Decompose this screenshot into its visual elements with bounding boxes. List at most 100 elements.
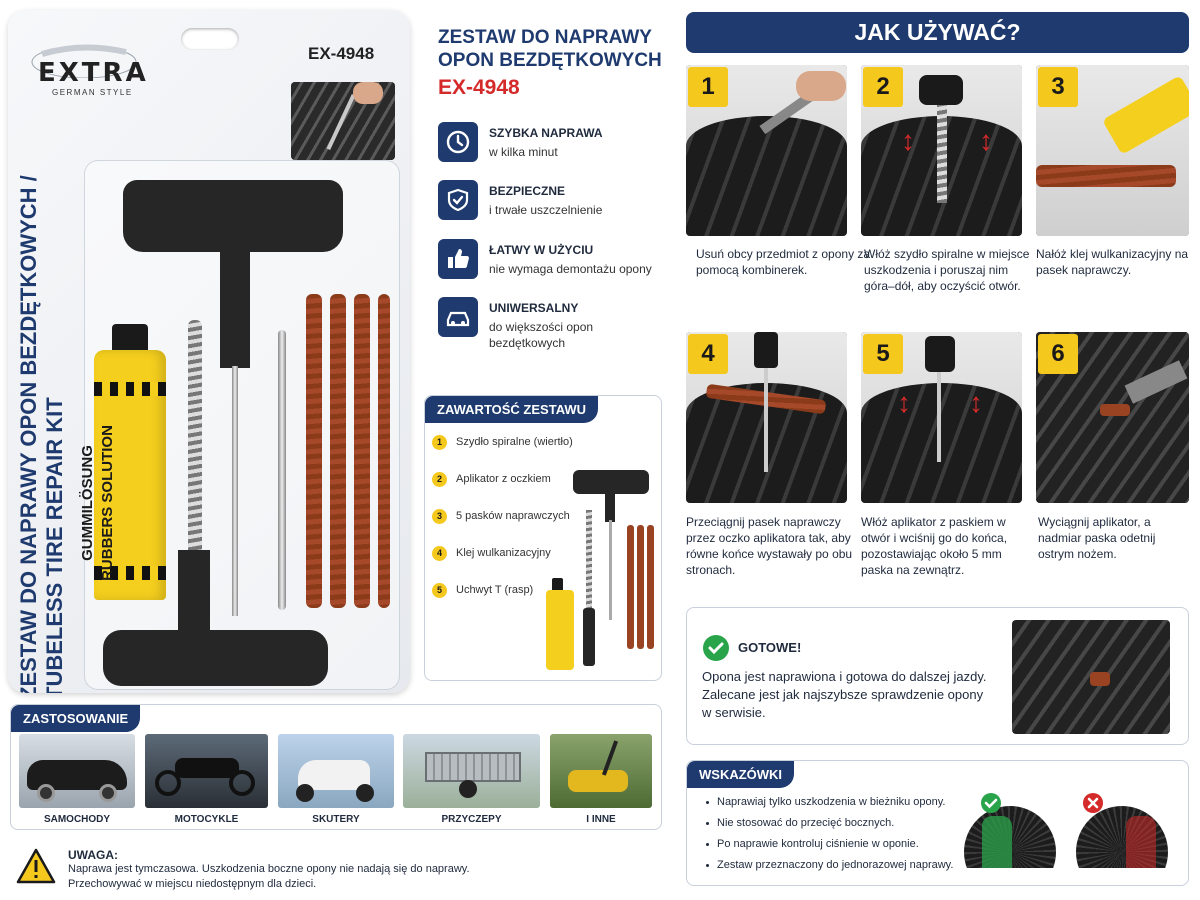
contents-item: 3 5 pasków naprawczych — [432, 507, 570, 525]
tip-item: Zestaw przeznaczony do jednorazowej napr… — [706, 859, 953, 871]
kit-strip — [647, 525, 654, 649]
warning-line2: Przechowywać w miejscu niedostępnym dla … — [68, 878, 317, 890]
done-line1: Opona jest naprawiona i gotowa do dalsze… — [702, 669, 987, 684]
feature-desc: nie wymaga demontażu opony — [489, 262, 652, 276]
step-text-3: Nałóż klej wulkanizacyjny na pasek napra… — [1036, 247, 1189, 277]
tire-tread-ok-image — [964, 806, 1056, 868]
done-text: Opona jest naprawiona i gotowa do dalsze… — [702, 668, 987, 722]
contents-item-label: Aplikator z oczkiem — [456, 473, 551, 485]
step-text-5: Włóż aplikator z paskiem w otwór i wciśn… — [861, 515, 1008, 577]
thumbs-up-icon — [438, 239, 478, 279]
step-image-3: 3 — [1036, 65, 1189, 236]
feature-title: UNIWERSALNY — [489, 301, 579, 315]
vertical-title: ZESTAW DO NAPRAWY OPON BEZDĘTKOWYCH / TU… — [16, 60, 68, 693]
tube-pattern-top — [94, 382, 166, 396]
app-label-cars: SAMOCHODY — [43, 814, 111, 825]
step-image-6: 6 — [1036, 332, 1189, 503]
step-text-2: Włóż szydło spiralne w miejsce uszkodzen… — [864, 247, 1030, 293]
vertical-title-line2: TUBELESS TIRE REPAIR KIT — [42, 397, 67, 693]
repair-strip — [354, 294, 370, 608]
feature-safe: BEZPIECZNE i trwałe uszczelnienie — [438, 180, 668, 226]
contents-item-num: 2 — [432, 471, 447, 487]
tip-item: Naprawiaj tylko uszkodzenia w bieżniku o… — [706, 796, 945, 808]
tip-item: Nie stosować do przecięć bocznych. — [706, 817, 894, 829]
step-text-1: Usuń obcy przedmiot z opony za pomocą ko… — [696, 247, 871, 277]
app-label-trailers: PRZYCZEPY — [441, 814, 502, 825]
step-image-5: ↕ ↕ 5 — [861, 332, 1022, 503]
repair-strip — [330, 294, 346, 608]
contents-item: 1 Szydło spiralne (wiertło) — [432, 433, 573, 451]
contents-item: 4 Klej wulkanizacyjny — [432, 544, 551, 562]
shield-check-icon — [438, 180, 478, 220]
step-image-4: 4 — [686, 332, 847, 503]
card-thumbnail — [291, 82, 395, 160]
kit-strip — [627, 525, 634, 649]
contents-item-label: Klej wulkanizacyjny — [456, 547, 551, 559]
cross-circle-icon — [1082, 792, 1104, 819]
app-label-other: I INNE — [586, 814, 616, 825]
feature-universal: UNIWERSALNY do większości opon bezdętkow… — [438, 297, 668, 353]
feature-desc: i trwałe uszczelnienie — [489, 203, 603, 217]
done-title: GOTOWE! — [738, 640, 802, 655]
product-title-line1: ZESTAW DO NAPRAWY — [438, 27, 652, 48]
step-image-1: 1 — [686, 65, 847, 236]
feature-title: BEZPIECZNE — [489, 184, 566, 198]
step-number: 5 — [863, 334, 903, 374]
app-label-motorcycles: MOTOCYKLE — [174, 814, 239, 825]
applicator-rod — [232, 366, 238, 616]
step-text-4: Przeciągnij pasek naprawczy przez oczko … — [686, 515, 853, 577]
package-card: EXTRA GERMAN STYLE EX-4948 ZESTAW DO NAP… — [8, 10, 410, 693]
tube-pattern-bottom — [94, 566, 166, 580]
repair-strip — [306, 294, 322, 608]
up-down-arrow-icon: ↕ — [969, 387, 983, 418]
brand-sub: GERMAN STYLE — [52, 88, 133, 97]
feature-desc: w kilka minut — [489, 145, 558, 159]
step-number: 4 — [688, 334, 728, 374]
step-image-2: ↕ ↕ 2 — [861, 65, 1022, 236]
brand-logo: EXTRA GERMAN STYLE — [22, 38, 146, 97]
app-label-scooters: SKUTERY — [312, 814, 360, 825]
step-text-6: Wyciągnij aplikator, a nadmiar paska ode… — [1038, 515, 1156, 561]
t-handle-bottom — [103, 630, 328, 686]
app-photo-scooter — [278, 734, 394, 808]
step-number: 6 — [1038, 334, 1078, 374]
product-title: ZESTAW DO NAPRAWY OPON BEZDĘTKOWYCH — [438, 26, 662, 72]
warning-title: UWAGA: — [68, 848, 118, 862]
kit-spiral — [586, 510, 592, 610]
step-number: 2 — [863, 67, 903, 107]
done-line2: Zalecane jest jak najszybsze sprawdzenie… — [702, 687, 984, 702]
up-down-arrow-icon: ↕ — [979, 125, 993, 156]
clock-icon — [438, 122, 478, 162]
contents-item-num: 4 — [432, 545, 447, 561]
kit-rod — [609, 520, 612, 620]
tube-label-line1: GUMMILÖSUNG — [79, 445, 96, 561]
tire-sidewall-no-image — [1076, 806, 1168, 868]
feature-easy: ŁATWY W UŻYCIU nie wymaga demontażu opon… — [438, 239, 668, 285]
tube-cap — [112, 324, 148, 354]
brand-name: EXTRA — [38, 58, 149, 88]
hang-hole — [181, 28, 239, 50]
step-number: 1 — [688, 67, 728, 107]
warning-triangle-icon — [16, 848, 56, 889]
card-model: EX-4948 — [308, 44, 375, 63]
feature-title: ŁATWY W UŻYCIU — [489, 243, 594, 257]
kit-t-handle-shaft — [605, 492, 615, 522]
feature-title: SZYBKA NAPRAWA — [489, 126, 603, 140]
t-handle-bottom-shaft — [178, 550, 210, 634]
app-photo-car — [19, 734, 135, 808]
t-handle-top-shaft — [220, 248, 250, 368]
eye-needle — [278, 330, 286, 610]
kit-strip — [637, 525, 644, 649]
kit-t-handle — [573, 470, 649, 494]
up-down-arrow-icon: ↕ — [897, 387, 911, 418]
tips-title: WSKAZÓWKI — [687, 761, 795, 788]
contents-item-label: Uchwyt T (rasp) — [456, 584, 534, 596]
product-title-line2: OPON BEZDĘTKOWYCH — [438, 50, 662, 71]
howto-title: JAK UŻYWAĆ? — [686, 12, 1189, 53]
spiral-rasp — [188, 320, 202, 552]
repair-strip — [378, 294, 390, 608]
contents-item-num: 5 — [432, 582, 447, 598]
kit-handle — [583, 608, 595, 666]
app-photo-lawnmower — [550, 734, 652, 808]
done-tire-image — [1012, 620, 1170, 734]
